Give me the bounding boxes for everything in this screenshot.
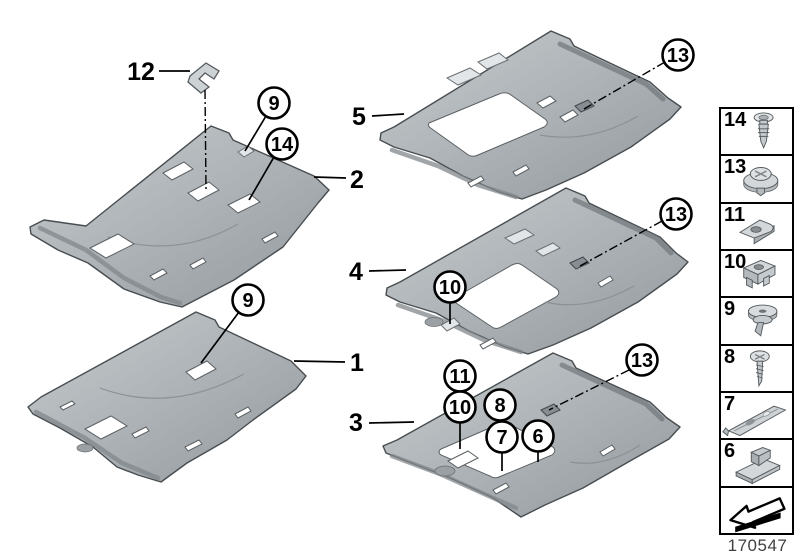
- svg-text:1: 1: [350, 349, 364, 377]
- callout-8-panel3[interactable]: 8: [483, 388, 517, 422]
- figure-number: 170547: [727, 536, 788, 555]
- legend-item-13: 13: [721, 156, 792, 204]
- panel-edge-shading: [572, 197, 674, 256]
- legend-item-arrow: [721, 488, 792, 533]
- direction-arrow-icon: [729, 496, 786, 533]
- svg-text:11: 11: [449, 366, 470, 388]
- cage-nut-icon: [742, 259, 777, 289]
- callout-11-panel3[interactable]: 11: [443, 359, 477, 393]
- speed-nut-icon: [738, 219, 775, 245]
- svg-text:10: 10: [439, 277, 461, 299]
- legend-item-9: 9: [721, 298, 792, 346]
- callout-13-panel4[interactable]: 13: [659, 197, 693, 231]
- part-label-4[interactable]: 4: [349, 258, 407, 286]
- expanding-rivet-icon: [753, 112, 774, 149]
- part-label-5[interactable]: 5: [352, 103, 405, 131]
- clamp-bracket-icon: [735, 447, 781, 485]
- callout-9-panel1[interactable]: 9: [231, 283, 265, 317]
- callout-13-panel5[interactable]: 13: [661, 38, 695, 72]
- callout-7-panel3[interactable]: 7: [485, 420, 519, 454]
- svg-text:13: 13: [631, 350, 653, 372]
- panel-detail: [445, 52, 595, 188]
- svg-text:14: 14: [271, 134, 294, 156]
- legend-item-8: 8: [721, 346, 792, 393]
- svg-text:10: 10: [449, 397, 471, 419]
- leader-lines: [200, 61, 666, 471]
- legend-item-11: 11: [721, 204, 792, 251]
- screw-with-washer-icon: [743, 167, 779, 197]
- panel-detail: [59, 360, 252, 453]
- roof-bracket-part-12: [187, 62, 220, 94]
- svg-text:2: 2: [350, 166, 364, 194]
- screw-icon: [749, 350, 770, 387]
- callout-6-panel3[interactable]: 6: [521, 419, 555, 453]
- rail-bracket-icon: [722, 405, 787, 437]
- panel-edge-shading: [33, 409, 161, 481]
- svg-text:8: 8: [494, 395, 505, 417]
- legend-item-7: 7: [721, 393, 792, 441]
- legend-item-14: 14: [721, 109, 792, 157]
- part-label-2[interactable]: 2: [313, 166, 364, 194]
- panel-edge-shading: [559, 362, 665, 422]
- legend-item-6: 6: [721, 440, 792, 488]
- callout-9-panel2[interactable]: 9: [257, 86, 291, 120]
- svg-text:9: 9: [242, 290, 253, 312]
- headliner-panel-2: [29, 125, 330, 308]
- part-label-12[interactable]: 12: [127, 58, 190, 86]
- headliner-panel-4: [385, 187, 689, 355]
- callout-14-panel2[interactable]: 14: [265, 127, 299, 161]
- legend-item-10: 10: [721, 251, 792, 299]
- callout-10-panel3[interactable]: 10: [443, 390, 477, 424]
- sunroof-opening: [427, 92, 548, 157]
- svg-text:6: 6: [532, 426, 543, 448]
- panel-edge-shading: [37, 225, 183, 306]
- svg-text:4: 4: [349, 258, 363, 286]
- fastener-legend: 14 13 11 10: [719, 107, 794, 535]
- callout-13-panel3[interactable]: 13: [625, 343, 659, 377]
- svg-text:7: 7: [496, 427, 507, 449]
- svg-text:13: 13: [667, 45, 689, 67]
- part-label-1[interactable]: 1: [293, 349, 364, 377]
- headliner-panel-1: [27, 311, 307, 483]
- panel-edge-shading: [557, 41, 666, 102]
- panel-detail: [88, 145, 279, 281]
- callout-10-panel4[interactable]: 10: [433, 270, 467, 304]
- part-label-3[interactable]: 3: [349, 409, 415, 437]
- svg-text:3: 3: [349, 409, 363, 437]
- svg-text:12: 12: [127, 58, 155, 86]
- svg-text:13: 13: [665, 204, 687, 226]
- grommet-rivet-icon: [747, 304, 778, 337]
- panel-detail: [424, 228, 614, 350]
- svg-text:5: 5: [352, 103, 366, 131]
- headliner-panel-5: [379, 30, 682, 200]
- svg-text:9: 9: [268, 93, 279, 115]
